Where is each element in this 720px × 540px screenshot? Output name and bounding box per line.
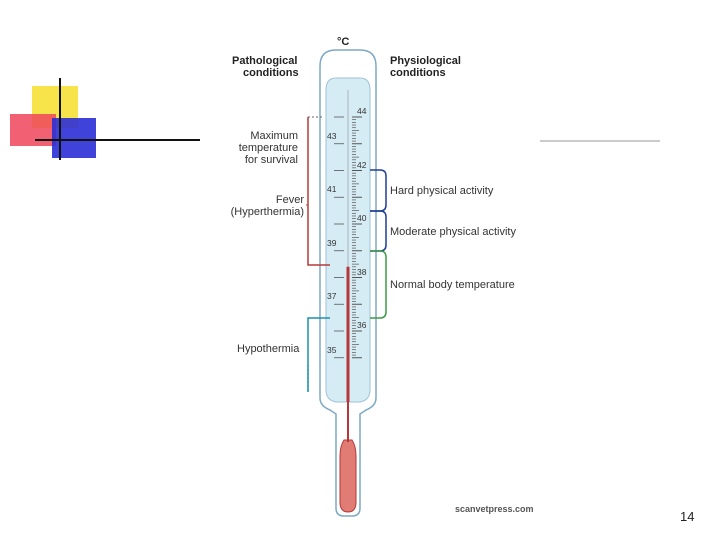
tick-label: 36 [357,320,367,330]
physiological-title: Physiological conditions [390,55,461,79]
fever-line2: (Hyperthermia) [230,206,304,218]
credit-text: scanvetpress.com [455,504,534,514]
fever-line1: Fever [275,194,304,206]
tick-label: 35 [327,344,337,355]
maximum-temperature-label: Maximum temperature for survival [218,130,298,166]
hard-activity-label: Hard physical activity [390,185,494,197]
tick-label: 38 [357,266,367,277]
unit-label: °C [337,36,350,48]
thermometer-bulb [339,439,357,513]
moderate-activity-label: Moderate physical activity [390,226,516,238]
pathological-title: Pathological conditions [232,55,299,79]
tick-label: 40 [357,213,367,223]
tick-label: 41 [327,184,337,195]
pathological-title-line1: Pathological [232,55,298,67]
physiological-title-line1: Physiological [390,55,461,67]
maximum-temperature-line1: Maximum [250,130,298,142]
maximum-temperature-line2: temperature [238,142,298,154]
tick-label: 42 [357,159,367,170]
bracket-normal-temperature [370,250,387,319]
bracket-fever [307,117,330,266]
bracket-hypothermia [307,317,330,392]
tick-label: 43 [327,130,337,141]
tick-label: 44 [357,106,367,116]
scale-ticks [334,116,362,359]
fever-label: Fever (Hyperthermia) [218,194,304,218]
page-number: 14 [680,509,695,524]
hypothermia-label: Hypothermia [237,343,300,355]
physiological-title-line2: conditions [390,67,446,79]
pathological-title-line2: conditions [243,67,299,79]
tick-label: 39 [327,237,337,248]
maximum-temperature-line3: for survival [244,154,298,166]
normal-temperature-label: Normal body temperature [390,279,515,291]
tick-label: 37 [327,291,337,302]
